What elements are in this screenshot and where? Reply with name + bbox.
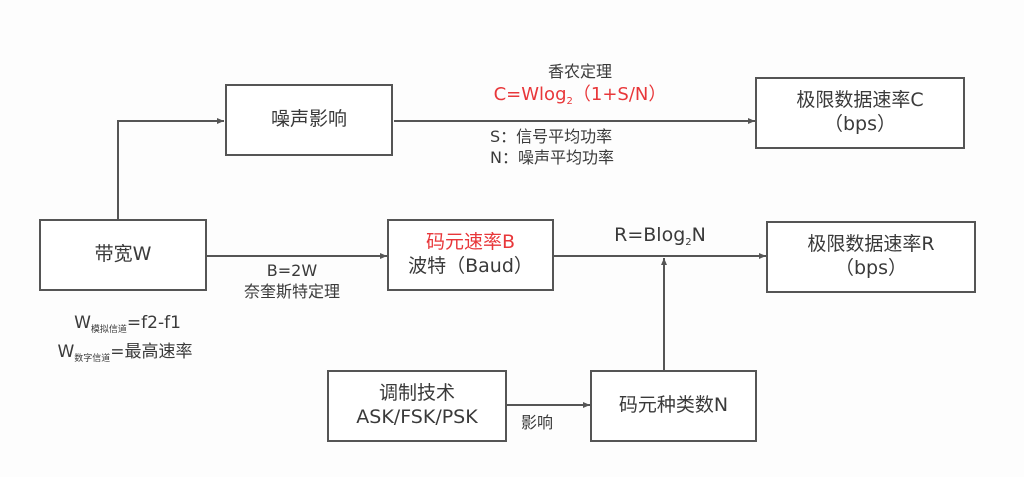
shannon-formula: C=Wlog2（1+S/N）: [470, 83, 690, 108]
node-symbol-rate: 码元速率B 波特（Baud）: [387, 219, 554, 291]
rate-formula: R=Blog2N: [590, 223, 730, 249]
rate-formula-prefix: R=Blog: [614, 224, 686, 246]
shannon-title: 香农定理: [547, 62, 612, 81]
note-digital-expr: =最高速率: [110, 342, 193, 362]
influence-label: 影响: [512, 413, 562, 434]
note-analog-expr: =f2-f1: [126, 313, 181, 333]
noise-power-definition: N：噪声平均功率: [490, 147, 614, 167]
node-bandwidth-label: 带宽W: [94, 243, 152, 266]
shannon-label: 香农定理 C=Wlog2（1+S/N）: [470, 62, 690, 108]
signal-power-definition: S：信号平均功率: [490, 127, 613, 146]
edge-bandwidth-to-noise: [117, 118, 224, 220]
node-limit-c-unit: （bps）: [823, 113, 897, 135]
note-analog-var: W: [74, 313, 91, 333]
node-symbol-rate-title: 码元速率B: [425, 231, 516, 254]
nyquist-title: 奈奎斯特定理: [243, 281, 340, 301]
rate-formula-sub: 2: [685, 237, 692, 248]
node-symbol-rate-unit: 波特（Baud）: [408, 255, 533, 277]
shannon-definitions: S：信号平均功率 N：噪声平均功率: [490, 127, 650, 169]
node-limit-c: 极限数据速率C （bps）: [755, 77, 965, 149]
node-limit-r-title: 极限数据速率R: [807, 233, 935, 256]
node-symbol-types-label: 码元种类数N: [618, 394, 729, 417]
node-limit-r: 极限数据速率R （bps）: [766, 221, 976, 293]
shannon-formula-prefix: C=Wlog: [493, 83, 567, 105]
note-digital-sub: 数字信道: [74, 354, 111, 364]
note-analog-sub: 模拟信道: [90, 325, 127, 335]
node-modulation: 调制技术 ASK/FSK/PSK: [327, 370, 507, 442]
note-analog-channel: W模拟信道=f2-f1: [60, 312, 195, 337]
rate-formula-suffix: N: [691, 224, 706, 246]
node-modulation-types: ASK/FSK/PSK: [356, 406, 478, 428]
nyquist-label: B=2W 奈奎斯特定理: [222, 261, 362, 303]
influence-text: 影响: [520, 413, 553, 432]
nyquist-formula: B=2W: [266, 261, 318, 280]
node-noise-label: 噪声影响: [270, 108, 347, 131]
shannon-formula-suffix: （1+S/N）: [572, 83, 667, 105]
shannon-formula-sub: 2: [566, 95, 573, 107]
node-bandwidth: 带宽W: [39, 219, 207, 291]
note-digital-channel: W数字信道=最高速率: [45, 341, 205, 366]
node-noise: 噪声影响: [225, 84, 393, 156]
note-digital-var: W: [57, 342, 75, 362]
node-symbol-types: 码元种类数N: [590, 370, 757, 442]
node-modulation-title: 调制技术: [378, 382, 455, 405]
node-limit-r-unit: （bps）: [834, 257, 908, 279]
node-limit-c-title: 极限数据速率C: [796, 89, 924, 112]
